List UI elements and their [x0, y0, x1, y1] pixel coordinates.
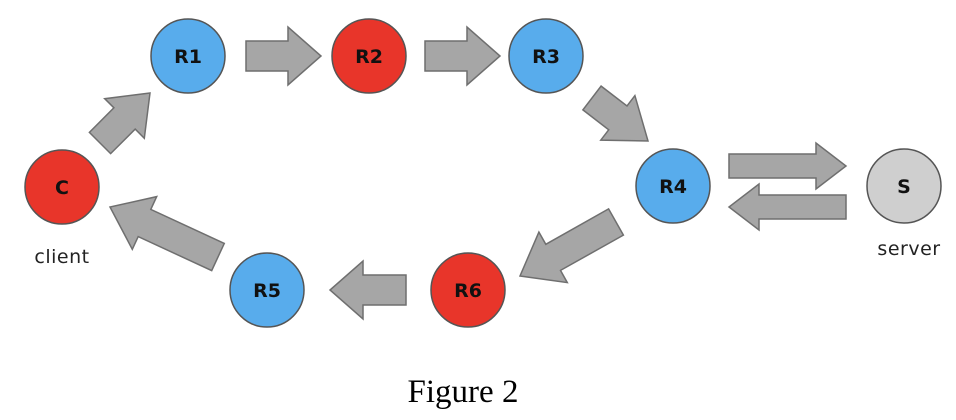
- node-r2-circle: [331, 18, 407, 94]
- arrow-c-to-r1: [88, 92, 151, 155]
- node-c-circle: [24, 149, 100, 225]
- node-r5: R5: [229, 252, 305, 328]
- node-r4-label: R4: [659, 176, 687, 198]
- arrow-r1-to-r2: [245, 25, 323, 87]
- arrow-r4-to-r6: [518, 207, 625, 284]
- node-r5-circle: [229, 252, 305, 328]
- node-r6-label: R6: [454, 280, 482, 302]
- node-s-label: S: [897, 176, 911, 198]
- arrow-r4-to-s: [728, 141, 848, 191]
- node-r6: R6: [430, 252, 506, 328]
- node-r5-label: R5: [253, 280, 281, 302]
- node-r1-circle: [150, 18, 226, 94]
- node-r4-circle: [635, 148, 711, 224]
- node-r3-circle: [508, 18, 584, 94]
- arrow-r6-to-r5: [328, 259, 407, 321]
- node-s: S: [866, 148, 942, 224]
- node-r3: R3: [508, 18, 584, 94]
- figure-caption: Figure 2: [408, 374, 519, 410]
- arrow-r5-to-c: [108, 195, 226, 272]
- node-r1-label: R1: [174, 46, 202, 68]
- client-label: client: [34, 246, 89, 268]
- server-label: server: [877, 238, 940, 260]
- node-r3-label: R3: [532, 46, 560, 68]
- arrow-r3-to-r4: [581, 85, 650, 142]
- arrow-r2-to-r3: [424, 25, 502, 87]
- node-r6-circle: [430, 252, 506, 328]
- node-r1: R1: [150, 18, 226, 94]
- node-r2: R2: [331, 18, 407, 94]
- node-r4: R4: [635, 148, 711, 224]
- arrow-s-to-r4: [727, 182, 847, 232]
- node-c: C: [24, 149, 100, 225]
- node-c-label: C: [55, 177, 69, 199]
- node-r2-label: R2: [355, 46, 383, 68]
- arrows: [88, 25, 848, 321]
- node-s-circle: [866, 148, 942, 224]
